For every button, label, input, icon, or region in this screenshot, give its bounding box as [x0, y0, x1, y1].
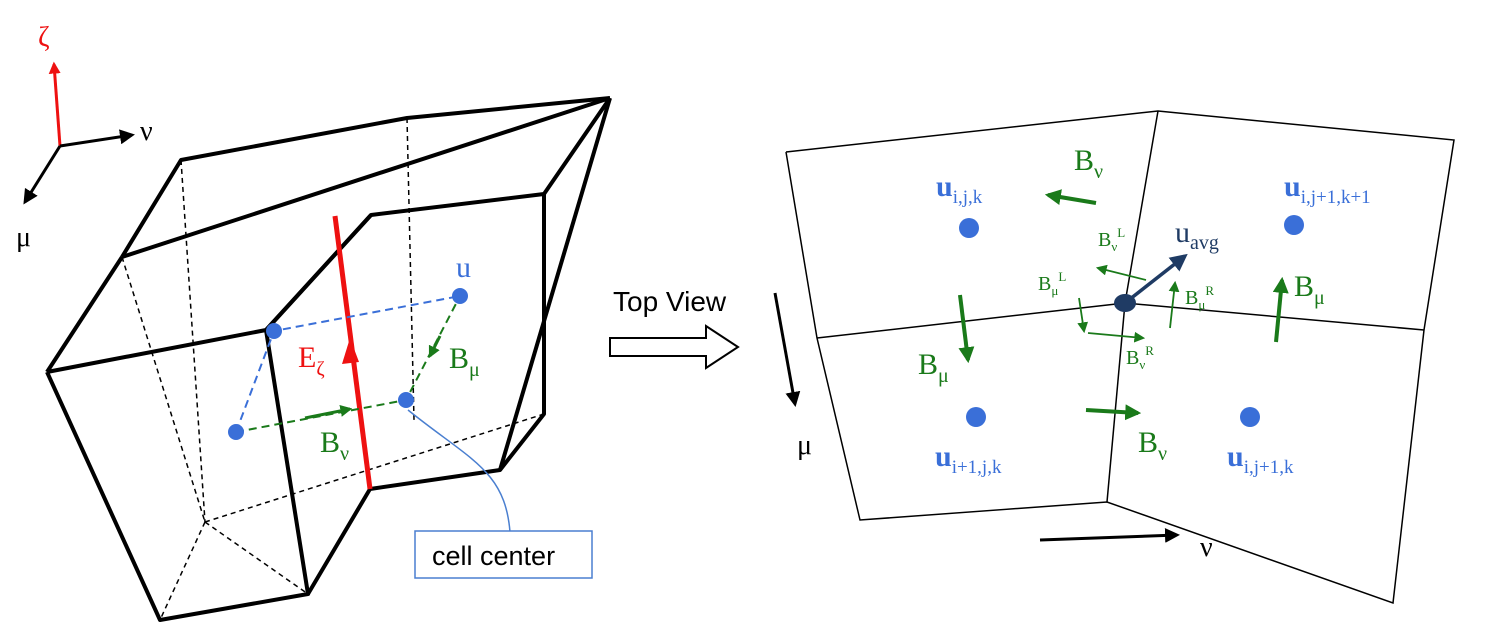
b-nu-top-arrow [1044, 189, 1097, 205]
b-nu-l-arrow [1095, 264, 1147, 281]
b-nu-bottom-arrow [1085, 404, 1142, 421]
top-view-hollow-arrow [609, 324, 740, 370]
u-dot-bl [966, 407, 986, 427]
b-nu-label-3d: Bν [320, 426, 349, 465]
b-mu-right-label: Bμ [1294, 270, 1325, 309]
b-mu-l-label: BμL [1038, 269, 1066, 298]
mu-axis-arrow [23, 145, 62, 205]
node-dot-bl [228, 424, 244, 440]
axis-triad: ζ ν μ [16, 22, 153, 253]
u-label-tr: ui,j+1,k+1 [1284, 170, 1371, 208]
u-label-3d: u [456, 251, 471, 284]
node-dot-tr [452, 288, 468, 304]
b-mu-r-arrow [1168, 280, 1180, 329]
left-3d-cells [45, 96, 612, 622]
b-nu-top-label: Bν [1074, 144, 1103, 183]
visible-edges [45, 96, 612, 622]
e-field-arrowhead [342, 338, 359, 364]
b-mu-label-3d: Bμ [449, 342, 480, 381]
b-nu-r-arrow [1087, 331, 1146, 343]
u-avg-arrow [1123, 253, 1188, 305]
zeta-axis-label: ζ [38, 22, 50, 53]
b-mu-right-arrow [1272, 276, 1289, 343]
u-label-bl: ui+1,j,k [935, 440, 1002, 478]
zeta-axis-arrow [48, 61, 62, 147]
nu-axis-label: ν [140, 116, 153, 147]
mu-axis-arrow-2d [773, 292, 801, 407]
u-label-br: ui,j+1,k [1227, 440, 1294, 478]
u-avg-label: uavg [1175, 216, 1219, 254]
b-mu-left-arrow [958, 294, 975, 364]
u-avg-dot [1114, 294, 1136, 312]
b-nu-arrow-3d [304, 404, 353, 420]
hidden-edges [121, 117, 545, 621]
b-mu-r-label: BμR [1185, 283, 1214, 312]
nu-axis-arrow [59, 129, 135, 148]
u-label-tl: ui,j,k [936, 170, 983, 208]
node-dot-tl [266, 323, 282, 339]
b-nu-r-label: BνR [1126, 343, 1154, 372]
mu-axis-label-2d: μ [797, 430, 812, 461]
u-dot-br [1240, 407, 1260, 427]
u-dot-tr [1284, 215, 1304, 235]
mu-axis-label: μ [16, 222, 31, 253]
node-dot-cell-center [398, 392, 414, 408]
b-mu-arrow-3d [428, 335, 442, 359]
callout-text: cell center [432, 541, 555, 571]
staggered-loop [228, 288, 468, 440]
b-mu-l-arrow [1077, 297, 1089, 334]
callout-box [414, 530, 593, 579]
b-nu-bottom-label: Bν [1138, 426, 1167, 465]
top-view-label: Top View [613, 286, 727, 317]
nu-axis-label-2d: ν [1200, 532, 1213, 563]
u-dot-tl [959, 218, 979, 238]
b-nu-l-label: BνL [1098, 225, 1125, 254]
callout-leader [407, 409, 511, 533]
e-label-3d: Eζ [298, 341, 325, 380]
nu-axis-arrow-2d [1039, 527, 1180, 543]
b-mu-left-label: Bμ [918, 348, 949, 387]
top-view-grid [785, 110, 1455, 605]
